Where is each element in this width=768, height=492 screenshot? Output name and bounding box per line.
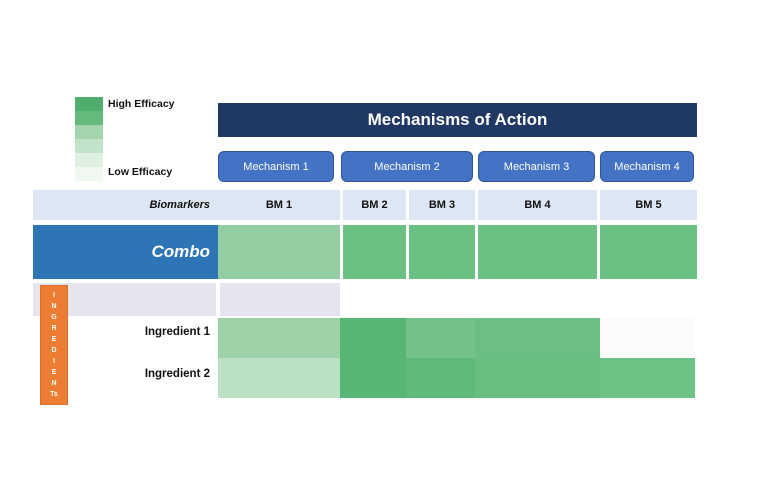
cell-combo-bm1 [218,225,340,279]
cell-ingredient2-bm2 [340,358,406,398]
combo-row-label: Combo [33,225,218,279]
mechanism-1-button[interactable]: Mechanism 1 [218,151,334,182]
legend-swatch-4 [75,139,103,153]
bm3-column-header: BM 3 [409,190,475,220]
cell-ingredient1-bm3 [406,318,475,358]
ingredient-2-label: Ingredient 2 [144,368,210,380]
legend-swatch-2 [75,111,103,125]
mechanism-2-button[interactable]: Mechanism 2 [341,151,473,182]
ingredient-1-label: Ingredient 1 [144,326,210,338]
cell-combo-bm4 [478,225,597,279]
mechanism-3-button[interactable]: Mechanism 3 [478,151,595,182]
bm1-column-header: BM 1 [218,190,340,220]
cell-combo-bm5 [600,225,697,279]
cell-ingredient2-bm3 [406,358,475,398]
biomarkers-label: Biomarkers [33,190,218,220]
legend-swatch-3 [75,125,103,139]
ingredients-band: I N G R E D I E N Ts [40,285,68,405]
cell-combo-bm2 [343,225,406,279]
legend-high-label: High Efficacy [108,98,175,110]
cell-ingredient1-bm5 [600,318,695,358]
moa-banner-title: Mechanisms of Action [218,103,697,137]
legend-swatch-6 [75,167,103,181]
bm2-column-header: BM 2 [343,190,406,220]
cell-ingredient1-bm2 [340,318,406,358]
spacer-row-bm1 [220,283,340,316]
cell-ingredient1-bm1 [218,318,340,358]
cell-combo-bm3 [409,225,475,279]
cell-ingredient2-bm1 [218,358,340,398]
bm4-column-header: BM 4 [478,190,597,220]
legend-low-label: Low Efficacy [108,166,173,178]
bm5-column-header: BM 5 [600,190,697,220]
legend-swatch-5 [75,153,103,167]
cell-ingredient1-bm4 [475,318,600,358]
mechanism-4-button[interactable]: Mechanism 4 [600,151,694,182]
cell-ingredient2-bm4 [475,358,600,398]
cell-ingredient2-bm5 [600,358,695,398]
legend-swatch-1 [75,97,103,111]
